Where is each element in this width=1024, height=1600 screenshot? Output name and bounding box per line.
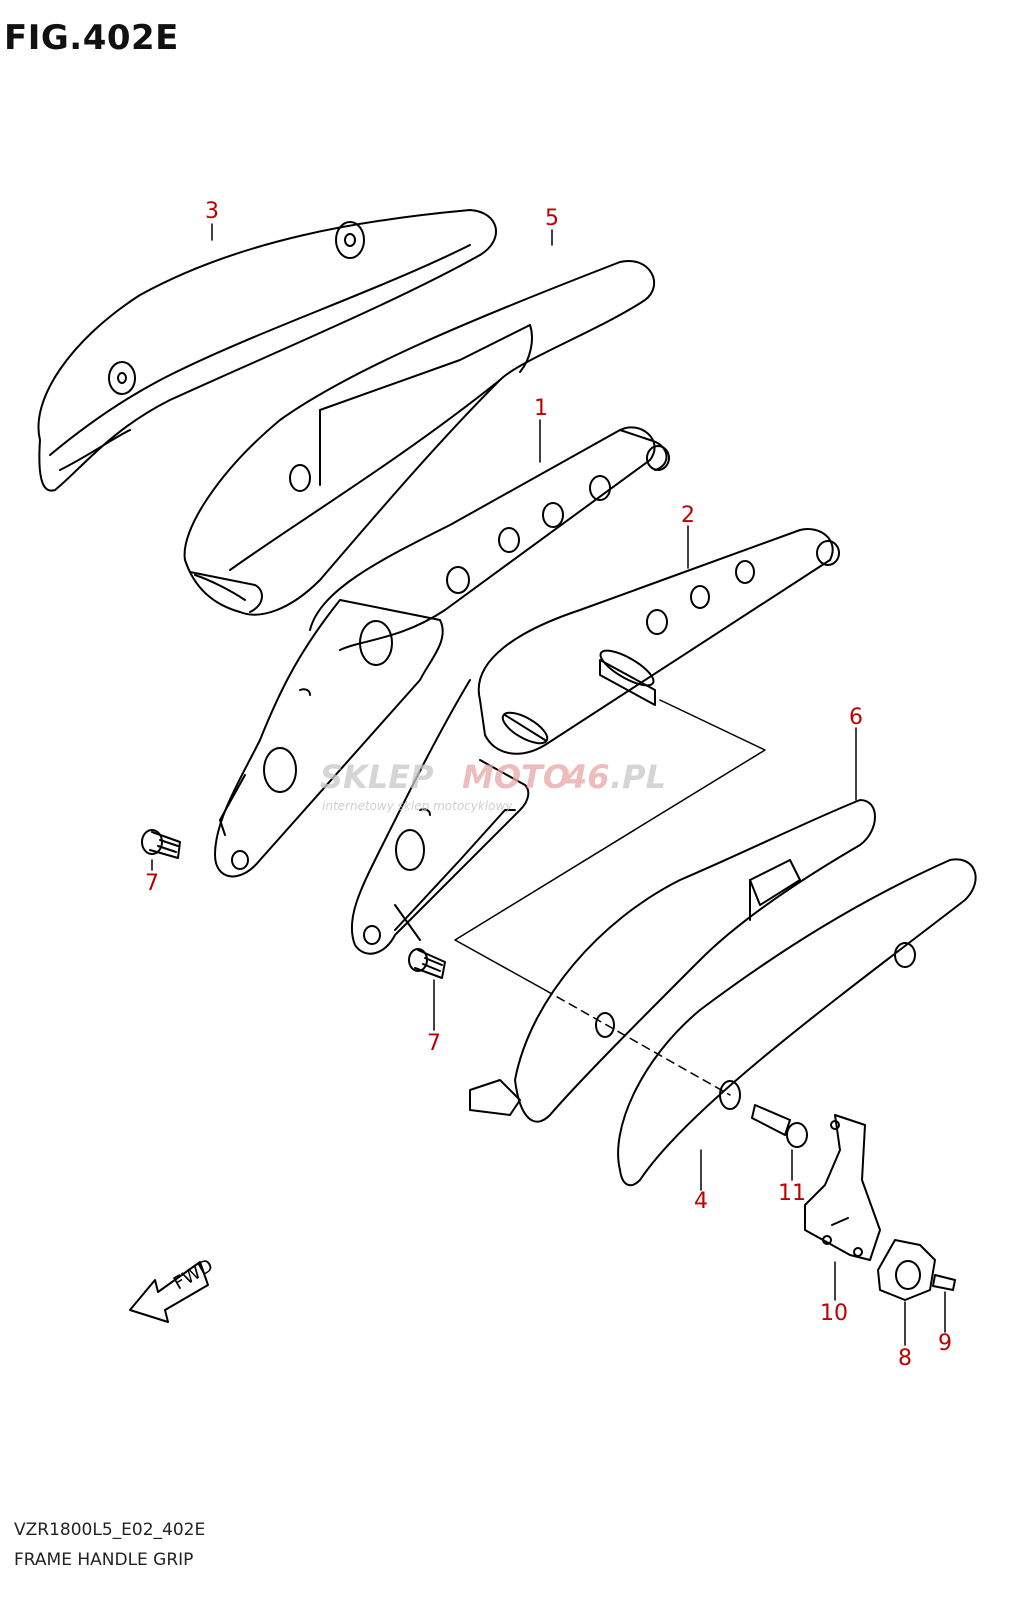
bolt-7-lower [408, 948, 446, 979]
callout-2: 2 [681, 503, 695, 528]
clamp-8 [877, 1239, 936, 1301]
figure-code: VZR1800L5_E02_402E [14, 1520, 206, 1540]
watermark-brand-3: 46 [564, 758, 610, 796]
part-3-cover [37, 209, 497, 492]
callout-10: 10 [820, 1301, 848, 1326]
part-2-bracket [350, 528, 840, 955]
part-6-grip [469, 799, 876, 1123]
figure-title: FIG.402E [4, 18, 179, 58]
watermark-tagline: internetowy sklep motocyklowy [322, 799, 513, 813]
part-1-bracket [214, 426, 670, 878]
callout-11: 11 [778, 1181, 806, 1206]
bolt-11 [751, 1104, 808, 1148]
part-5-cover [183, 259, 656, 616]
figure-caption: FRAME HANDLE GRIP [14, 1550, 194, 1570]
callout-6: 6 [849, 705, 863, 730]
part-4-grip [617, 858, 977, 1187]
watermark-brand-4: .PL [610, 758, 666, 796]
screw-9 [932, 1274, 956, 1291]
fwd-arrow-icon [129, 1261, 209, 1323]
callout-1: 1 [534, 396, 548, 421]
fwd-label: FWD [170, 1255, 217, 1294]
callout-7-upper: 7 [145, 871, 159, 896]
callout-4: 4 [694, 1189, 708, 1214]
bracket-10 [804, 1114, 881, 1261]
watermark: SKLEP MOTO 46 .PL internetowy sklep moto… [320, 758, 666, 813]
callout-7-lower: 7 [427, 1031, 441, 1056]
watermark-brand-2: MOTO [462, 758, 570, 796]
callout-9: 9 [938, 1331, 952, 1356]
callout-5: 5 [545, 206, 559, 231]
watermark-brand-1: SKLEP [320, 758, 434, 796]
bolt-7-upper [141, 829, 181, 859]
callout-8: 8 [898, 1346, 912, 1371]
callout-3: 3 [205, 199, 219, 224]
